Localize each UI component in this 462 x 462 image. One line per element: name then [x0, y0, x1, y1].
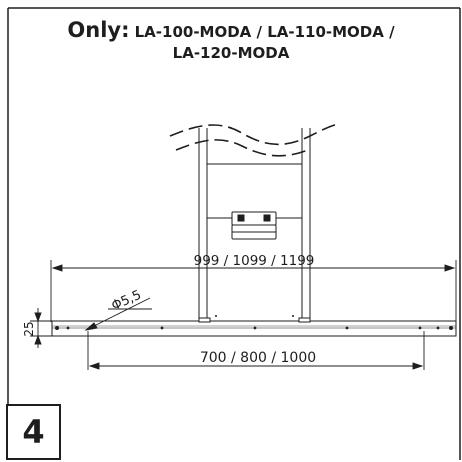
break-line-upper: [169, 123, 339, 146]
fixture-bar: [51, 317, 457, 337]
title-models-line2: LA-120-MODA: [172, 44, 290, 62]
title-models-line1: LA-100-MODA / LA-110-MODA /: [134, 23, 395, 41]
model-restriction-title: Only: LA-100-MODA / LA-110-MODA / LA-120…: [0, 18, 462, 62]
step-number: 4: [22, 413, 45, 451]
step-number-box: 4: [6, 404, 61, 460]
mounting-bracket: [231, 211, 277, 240]
hole-diameter-leader: [84, 297, 152, 331]
break-line-lower: [175, 139, 309, 157]
inner-length-dimension: [87, 331, 425, 370]
height-label: 25: [22, 321, 36, 336]
overall-length-dimension: [50, 260, 457, 322]
overall-length-label: 999 / 1099 / 1199: [194, 253, 315, 269]
inner-length-label: 700 / 800 / 1000: [200, 350, 316, 366]
title-prefix: Only:: [67, 18, 130, 42]
height-dimension: [30, 308, 52, 348]
